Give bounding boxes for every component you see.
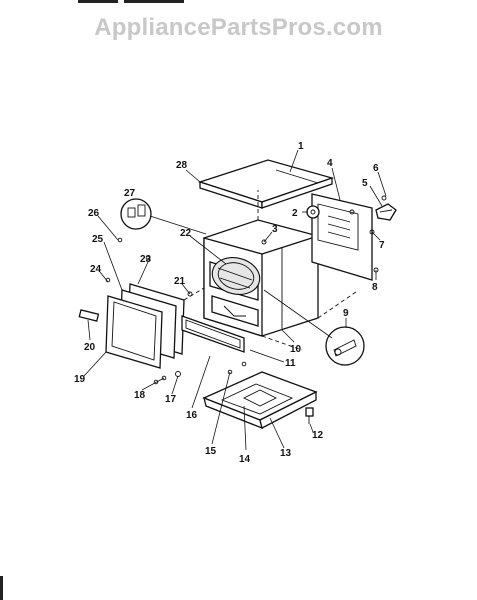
callout-27: 27 (124, 188, 136, 199)
callout-19: 19 (74, 374, 86, 385)
callout-22: 22 (180, 228, 192, 239)
top-panel[interactable] (197, 159, 335, 209)
watermark: AppliancePartsPros.com (94, 14, 383, 41)
left-edge-mark (0, 576, 3, 600)
callout-28: 28 (176, 160, 188, 171)
callout-3: 3 (272, 224, 278, 235)
exhaust-hood[interactable] (375, 203, 397, 221)
leader-lines (83, 149, 387, 451)
callout-23: 23 (140, 254, 152, 265)
callout-12: 12 (312, 430, 324, 441)
callout-24: 24 (90, 264, 102, 275)
callout-16: 16 (186, 410, 198, 421)
base[interactable] (202, 371, 318, 430)
front-panel-strip[interactable] (181, 315, 245, 353)
cabinet[interactable] (203, 219, 319, 337)
rear-panel[interactable] (311, 193, 373, 281)
door-latch[interactable] (78, 309, 100, 322)
callout-8: 8 (372, 282, 378, 293)
callout-9: 9 (343, 308, 349, 319)
callout-11: 11 (285, 358, 296, 369)
callout-20: 20 (84, 342, 96, 353)
top-edge-mark-right (124, 0, 184, 3)
callout-10: 10 (290, 344, 302, 355)
inset-switch (325, 326, 365, 366)
leveling-leg[interactable] (305, 407, 314, 424)
callout-18: 18 (134, 390, 146, 401)
callout-4: 4 (327, 158, 333, 169)
callout-1: 1 (298, 141, 304, 152)
callout-13: 13 (280, 448, 292, 459)
blower-wheel[interactable] (306, 205, 320, 219)
callout-5: 5 (362, 178, 368, 189)
callout-15: 15 (205, 446, 217, 457)
callout-labels: 1 2 3 4 5 6 7 8 9 10 11 12 13 14 15 16 1… (74, 141, 385, 465)
callout-14: 14 (239, 454, 251, 465)
top-edge-mark-left (78, 0, 118, 3)
callout-6: 6 (373, 163, 379, 174)
callout-25: 25 (92, 234, 104, 245)
door-assembly[interactable] (105, 283, 185, 369)
callout-7: 7 (379, 240, 385, 251)
callout-17: 17 (165, 394, 177, 405)
inset-hinge (120, 198, 152, 230)
callout-26: 26 (88, 208, 100, 219)
callout-2: 2 (292, 208, 298, 219)
callout-21: 21 (174, 276, 186, 287)
